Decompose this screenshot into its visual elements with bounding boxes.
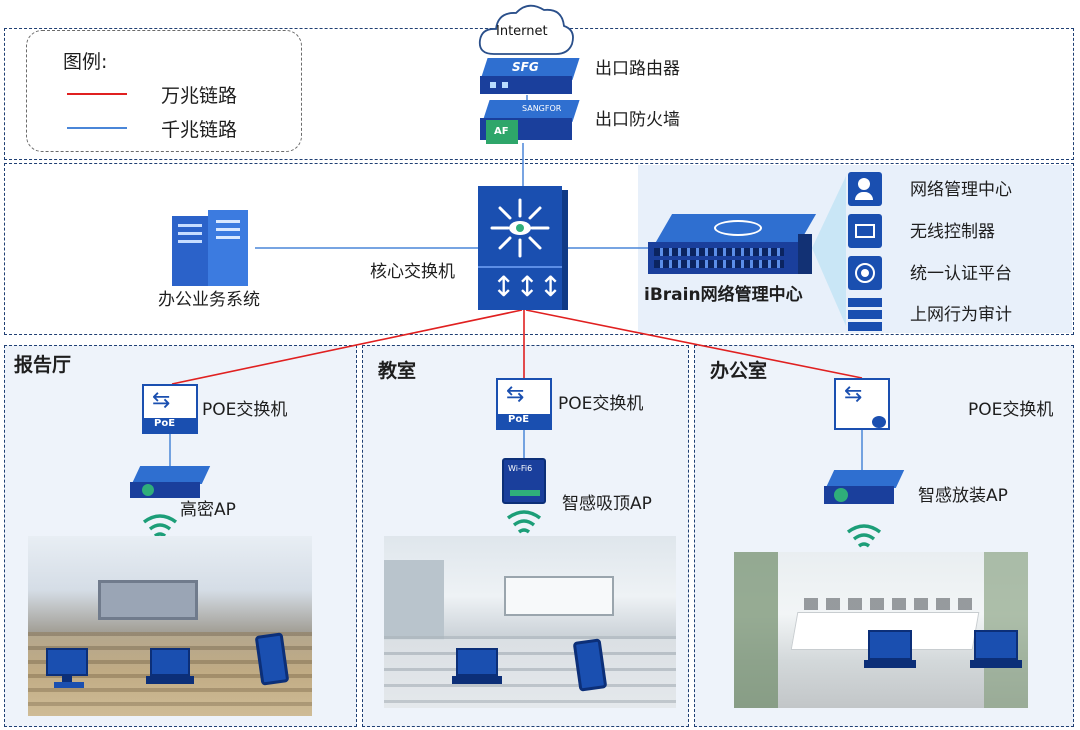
wall-plate-ap-icon [824,470,905,506]
poe-switch-label-1: POE交换机 [202,400,288,420]
poe-switch-label-2: POE交换机 [558,394,644,414]
laptop-icon-2 [452,648,502,686]
legend: 图例: 万兆链路 千兆链路 [26,30,302,152]
legend-red-line [67,93,127,95]
ap-label-3: 智感放装AP [918,486,1008,506]
service-wireless-controller: 无线控制器 [910,222,995,242]
wifi-signal-icon-2 [506,510,542,534]
poe-badge-1: PoE [154,418,176,429]
core-switch-label: 核心交换机 [370,262,455,282]
internet-cloud: Internet [476,2,576,62]
exit-firewall-label: 出口防火墙 [595,110,680,130]
service-behavior-audit: 上网行为审计 [910,305,1012,325]
firewall-brand: SANGFOR [522,104,562,113]
exit-firewall-icon: SANGFOR AF [480,100,580,144]
classroom-photo [384,536,676,708]
network-management-icon [848,172,882,206]
core-switch-arrows: ↕↕↕ [492,270,563,303]
area-title-office: 办公室 [710,360,768,382]
poe-switch-icon-3: ⇆ [834,378,890,430]
service-fan-gradient [812,176,846,326]
service-network-management: 网络管理中心 [910,180,1012,200]
ceiling-ap-icon: Wi-Fi6 [502,458,546,504]
core-switch-icon: ↕↕↕ [478,186,568,310]
ten-gig-link-lecture-hall [171,309,523,385]
laptop-icon-4 [970,630,1022,670]
legend-title: 图例: [63,51,108,73]
server-icon [172,210,256,286]
wifi-signal-icon-3 [846,524,882,548]
ap-label-1: 高密AP [180,500,236,520]
router-brand: SFG [512,60,539,74]
poe-switch-label-3: POE交换机 [968,400,1054,420]
ap-label-2: 智感吸顶AP [562,494,652,514]
exit-router-icon: SFG [480,58,580,94]
lecture-hall-photo [28,536,312,716]
core-zone [4,163,1074,335]
service-auth-platform: 统一认证平台 [910,264,1012,284]
laptop-icon-3 [864,630,916,670]
area-title-classroom: 教室 [378,360,417,382]
firewall-badge: AF [494,126,509,137]
high-density-ap-icon [130,466,211,500]
laptop-icon-1 [146,648,194,686]
poe-switch-icon-1: ⇆ PoE [142,384,198,434]
legend-ten-gig-label: 万兆链路 [161,85,238,107]
legend-gig-label: 千兆链路 [161,119,238,141]
behavior-audit-icon [848,298,882,332]
wifi6-badge: Wi-Fi6 [508,464,533,473]
auth-platform-icon [848,256,882,290]
legend-blue-line [67,127,127,129]
area-title-lecture-hall: 报告厅 [14,354,72,376]
ibrain-device-icon [648,214,817,276]
poe-badge-2: PoE [508,414,530,425]
server-label: 办公业务系统 [158,290,260,310]
exit-router-label: 出口路由器 [595,59,680,79]
ten-gig-link-office [525,309,863,379]
poe-switch-icon-2: ⇆ PoE [496,378,552,430]
wireless-controller-icon [848,214,882,248]
internet-label: Internet [496,24,548,39]
ibrain-label: iBrain网络管理中心 [644,285,803,305]
desktop-pc-icon-1 [46,648,88,688]
wifi-signal-icon-1 [142,514,178,538]
